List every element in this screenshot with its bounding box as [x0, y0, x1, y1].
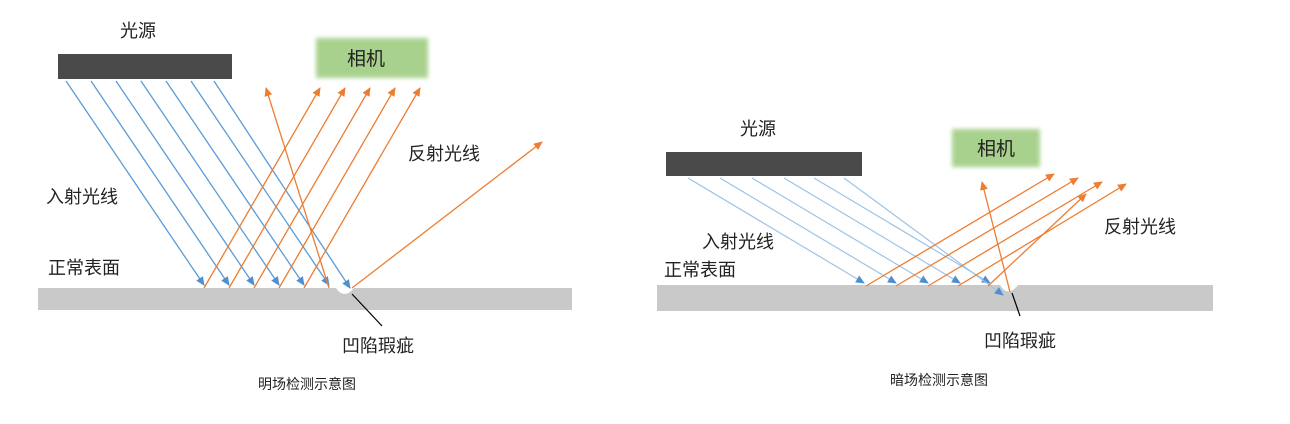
incident-ray [190, 80, 330, 286]
reflected-ray [865, 173, 1055, 287]
incident-ray [687, 177, 865, 284]
camera-box [952, 129, 1040, 167]
camera-label: 相机 [347, 48, 385, 70]
normal-surface [657, 285, 1213, 311]
reflected-rays-label: 反射光线 [1104, 217, 1176, 238]
reflected-ray [264, 87, 330, 289]
incident-ray [783, 177, 961, 284]
incident-rays-label: 入射光线 [46, 187, 118, 208]
reflected-ray [980, 181, 1011, 293]
reflected-ray [278, 87, 396, 289]
reflected-ray [351, 141, 543, 289]
light-source-bar [58, 54, 232, 79]
defect-pointer-line [351, 293, 383, 327]
reflected-ray [303, 87, 421, 289]
incident-ray [90, 80, 230, 286]
reflected-rays-label: 反射光线 [408, 144, 480, 165]
camera-label: 相机 [977, 138, 1015, 160]
camera-box [316, 38, 428, 78]
light-source-label: 光源 [740, 119, 776, 140]
bright-field-caption: 明场检测示意图 [258, 376, 356, 393]
light-source-bar [666, 152, 862, 176]
incident-ray [751, 177, 929, 284]
dent-defect-label: 凹陷瑕疵 [342, 336, 414, 357]
dark-field-caption: 暗场检测示意图 [890, 372, 988, 389]
incident-rays [65, 80, 351, 289]
incident-ray [719, 177, 897, 284]
incident-ray [213, 80, 351, 289]
normal-surface-label: 正常表面 [48, 258, 120, 279]
bright-field-panel: 光源 相机 入射光线 反射光 [38, 21, 572, 393]
incident-ray [115, 80, 255, 286]
reflected-ray [987, 193, 1087, 287]
incident-ray [140, 80, 280, 286]
incident-rays-label: 入射光线 [702, 232, 774, 253]
normal-surface [38, 288, 572, 310]
defect-pointer-line [1011, 292, 1021, 317]
reflected-ray [895, 177, 1079, 287]
dent-defect-label: 凹陷瑕疵 [984, 331, 1056, 352]
light-source-label: 光源 [120, 21, 156, 42]
reflected-rays [203, 87, 543, 289]
reflected-ray [228, 87, 346, 289]
reflected-rays [865, 173, 1127, 293]
incident-ray [65, 80, 205, 286]
reflected-ray [203, 87, 321, 289]
dent-defect [336, 288, 354, 294]
reflected-ray [927, 181, 1103, 287]
incident-ray [165, 80, 305, 286]
incident-ray [813, 177, 991, 284]
dark-field-panel: 光源 相机 入射光线 反射光线 正常表面 [657, 119, 1213, 389]
normal-surface-label: 正常表面 [664, 260, 736, 281]
reflected-ray [253, 87, 371, 289]
